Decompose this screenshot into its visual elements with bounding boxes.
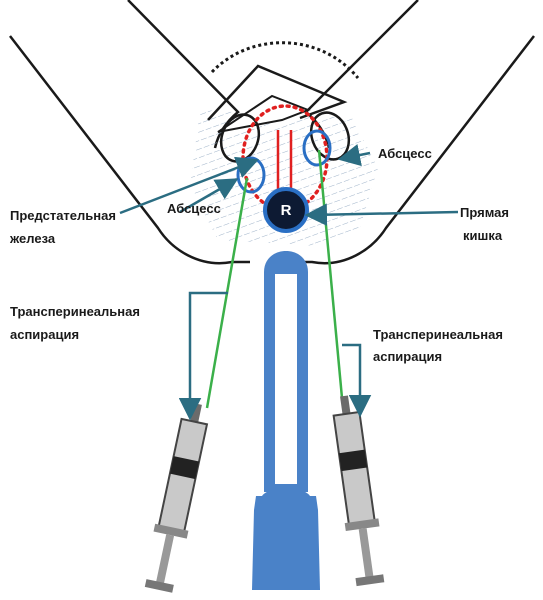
aspiration-right-label-1: Трансперинеальная <box>373 327 503 342</box>
rectum-label-1: Прямая <box>460 205 509 220</box>
abscess-right <box>302 129 332 167</box>
left-vesicle <box>219 113 261 163</box>
pointer-lines <box>119 144 459 421</box>
rectum-label-2: кишка <box>463 228 503 243</box>
abscess-left-label: Абсцесс <box>167 201 221 216</box>
symphysis-arc <box>210 41 360 79</box>
aspiration-right-label-2: аспирация <box>373 349 442 364</box>
syringe-right <box>332 395 385 587</box>
ultrasound-probe <box>252 251 320 590</box>
aspiration-left-label-2: аспирация <box>10 327 79 342</box>
aspiration-left-label-1: Трансперинеальная <box>10 304 140 319</box>
rectum-marker: R <box>281 202 292 219</box>
prostate-label-2: железа <box>9 231 56 246</box>
abscess-right-label: Абсцесс <box>378 146 432 161</box>
syringe-left <box>144 403 209 593</box>
prostate-label-1: Предстательная <box>10 208 116 223</box>
urethra <box>276 130 293 196</box>
